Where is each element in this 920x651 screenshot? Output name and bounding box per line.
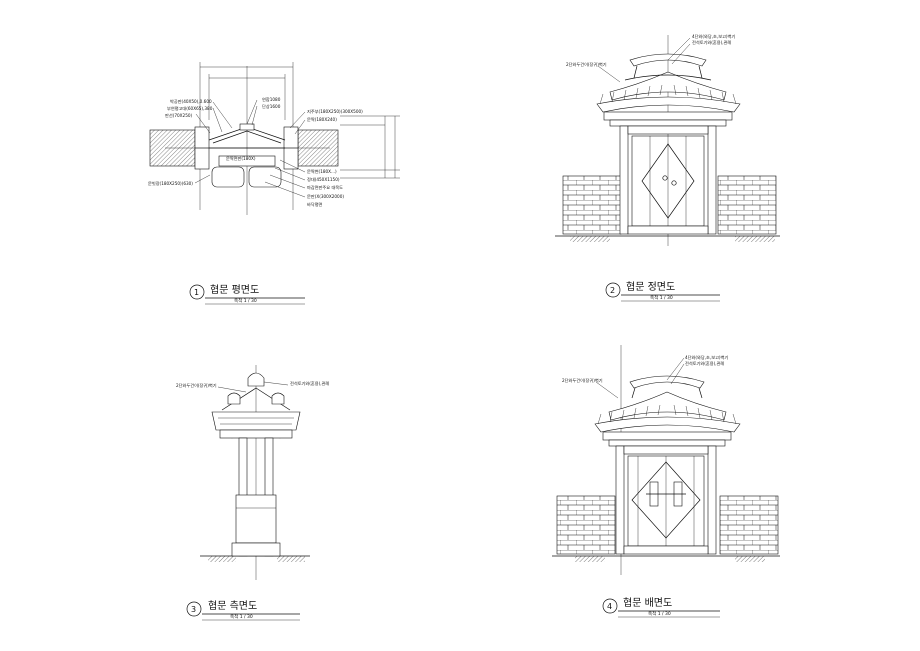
plan-note: 박공판(40X50),0.600 — [170, 98, 212, 105]
plan-note: 단상1600 — [262, 103, 281, 109]
view-scale: 축척 1 / 30 — [648, 610, 671, 617]
front-note: 전석토기와(혼용),관례 — [692, 39, 731, 46]
title-block-plan: 1 협문 평면도 축척 1 / 30 — [189, 283, 305, 305]
view-front-elevation: 4단와(와당,초,보고)벽기 전석토기와(혼용),관례 2단와두건이(장귀)벽기 — [555, 33, 780, 246]
plan-note: 문짝변(180X...) — [307, 168, 337, 175]
roof-tiles — [597, 404, 737, 425]
rear-note: 4단와(와당,초,보고)벽기 — [685, 354, 728, 361]
view-number: 2 — [610, 286, 615, 295]
plan-note: 마감면판주요 대목도 — [307, 184, 343, 191]
plan-note: 문판(X(300X2000) — [307, 193, 344, 199]
plan-note: 문짝면판(180X) — [226, 155, 256, 162]
front-note: 2단와두건이(장귀)벽기 — [566, 61, 607, 68]
plan-note: 판선(70X250) — [165, 112, 193, 118]
plan-note: 지주부(180X250)(300X500) — [307, 108, 363, 115]
plan-note: 연합1080 — [262, 96, 281, 102]
view-number: 3 — [191, 605, 196, 614]
view-scale: 축척 1 / 30 — [230, 613, 253, 620]
plan-note: 정대(450X1150) — [307, 176, 340, 183]
title-block-side: 3 협문 측면도 축척 1 / 30 — [186, 599, 300, 621]
view-title: 협문 배면도 — [623, 596, 672, 609]
view-number: 1 — [194, 288, 199, 297]
side-note: 전석토기와(혼용),관례 — [290, 380, 329, 387]
rear-note: 2단와두건이(장귀)벽기 — [562, 377, 603, 384]
view-title: 협문 측면도 — [208, 599, 257, 612]
plan-note: 문빗장(180X250)(630) — [148, 180, 193, 187]
front-note: 4단와(와당,초,보고)벽기 — [692, 33, 735, 40]
roof-tiles — [599, 84, 737, 105]
view-number: 4 — [607, 602, 612, 611]
view-title: 협문 평면도 — [210, 283, 259, 296]
side-note: 2단와두건이(장귀)벽기 — [176, 382, 217, 389]
title-block-rear: 4 협문 배면도 축척 1 / 30 — [602, 596, 720, 618]
view-title: 협문 정면도 — [626, 280, 675, 293]
view-side-elevation: 2단와두건이(장귀)벽기 전석토기와(혼용),관례 — [176, 365, 329, 580]
plan-note: 바닥평면 — [307, 201, 323, 208]
plan-note: 부연평고대(60X65),380 — [167, 105, 213, 112]
view-scale: 축척 1 / 30 — [234, 297, 257, 304]
view-scale: 축척 1 / 30 — [650, 294, 673, 301]
rear-note: 전석토기와(혼용),관례 — [685, 360, 724, 367]
view-plan: 박공판(40X50),0.600 부연평고대(60X65),380 판선(70X… — [148, 62, 400, 215]
plan-note: 문짝(180X240) — [307, 116, 337, 123]
view-rear-elevation: 4단와(와당,초,보고)벽기 전석토기와(혼용),관례 2단와두건이(장귀)벽기 — [552, 345, 780, 575]
title-block-front: 2 협문 정면도 축척 1 / 30 — [605, 280, 720, 302]
